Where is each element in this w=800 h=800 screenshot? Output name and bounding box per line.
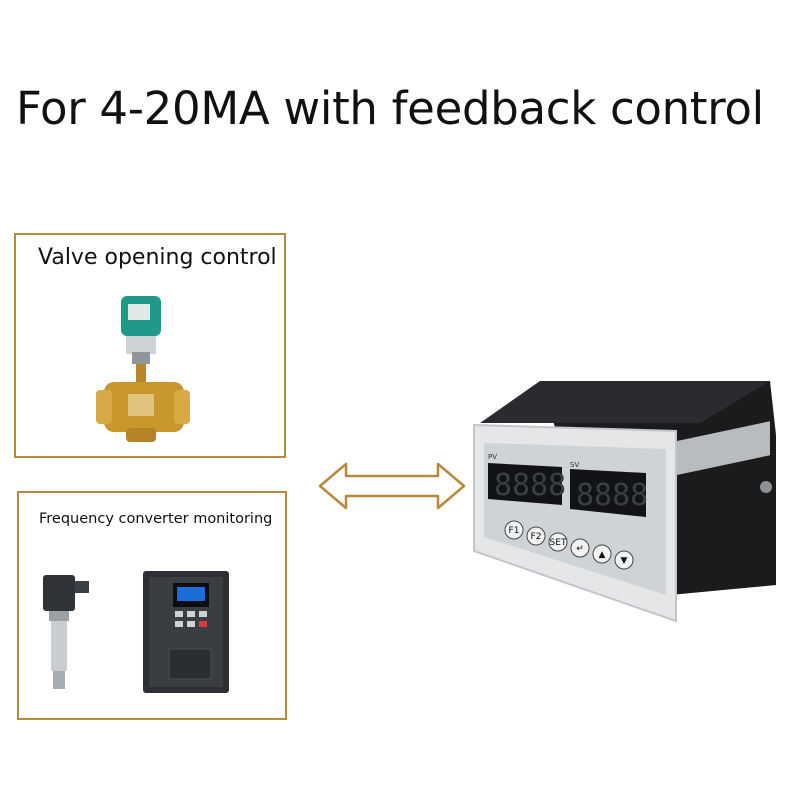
sv-label: SV	[570, 461, 579, 469]
double-arrow-icon	[318, 462, 466, 510]
button-enter-label: ↵	[576, 544, 584, 554]
pv-label: PV	[488, 453, 497, 461]
button-f2-label: F2	[531, 532, 542, 542]
svg-text:8888: 8888	[494, 468, 566, 503]
valve-icon	[96, 296, 190, 442]
button-f1-label: F1	[509, 526, 520, 536]
headline: For 4-20MA with feedback control	[16, 82, 764, 135]
pressure-sensor-icon	[43, 575, 89, 689]
button-up-label: ▲	[599, 550, 606, 560]
controller-device-icon: 8888 8888 PV SV F1 F2 SET ↵ ▲ ▼	[473, 381, 776, 623]
button-down-label: ▼	[621, 556, 628, 566]
frequency-panel-title: Frequency converter monitoring	[39, 511, 273, 527]
button-set-label: SET	[550, 538, 567, 548]
frequency-panel: Frequency converter monitoring	[17, 491, 287, 720]
valve-panel: Valve opening control	[14, 233, 286, 458]
svg-text:8888: 8888	[576, 478, 648, 513]
inverter-icon	[143, 571, 229, 693]
valve-panel-title: Valve opening control	[38, 245, 277, 270]
